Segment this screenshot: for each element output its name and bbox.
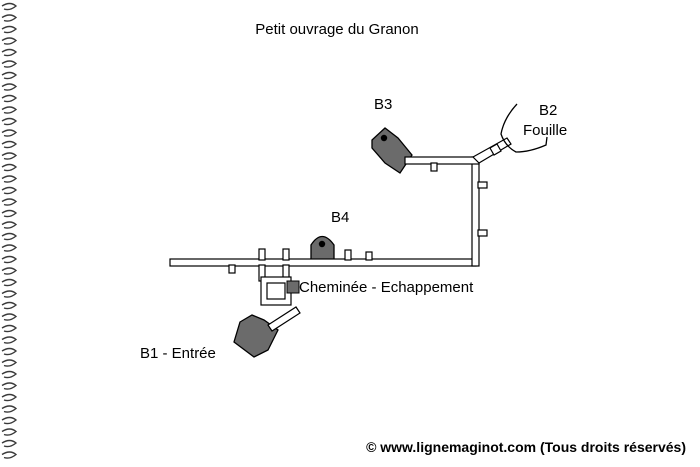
- label-b1-entrance: B1 - Entrée: [140, 345, 216, 362]
- block-b3-embrasure: [380, 134, 388, 142]
- b2-excavation-outline: [500, 103, 548, 153]
- spiral-loop: [1, 324, 18, 333]
- spiral-loop: [1, 313, 18, 321]
- spiral-loop: [1, 186, 18, 195]
- east-gallery: [471, 156, 480, 267]
- gallery-stub: [282, 248, 290, 261]
- gallery-stub: [477, 181, 488, 189]
- spiral-loop: [1, 117, 18, 126]
- spiral-loop: [1, 232, 18, 241]
- gallery-stub: [258, 248, 266, 261]
- gallery-network: [169, 137, 512, 332]
- spiral-loop: [1, 37, 18, 45]
- gallery-to-b1: [267, 306, 301, 332]
- spiral-loop: [1, 209, 18, 218]
- spiral-loop: [1, 163, 18, 172]
- diagram-title: Petit ouvrage du Granon: [255, 21, 418, 38]
- block-b3: [371, 127, 413, 174]
- gallery-stub: [365, 251, 373, 261]
- spiral-binding: [1, 2, 18, 459]
- spiral-loop: [1, 25, 18, 34]
- label-b2: B2: [539, 102, 557, 119]
- spiral-loop: [1, 106, 18, 114]
- spiral-loop: [1, 347, 18, 356]
- spiral-loop: [1, 405, 18, 413]
- spiral-loop: [1, 267, 18, 275]
- spiral-loop: [1, 140, 18, 149]
- spiral-loop: [1, 278, 18, 287]
- spiral-loop: [1, 221, 18, 229]
- spiral-loop: [1, 428, 18, 436]
- spiral-loop: [1, 244, 18, 252]
- spiral-loop: [1, 14, 18, 22]
- spiral-loop: [1, 382, 18, 390]
- gallery-stub: [430, 162, 438, 172]
- spiral-loop: [1, 94, 18, 103]
- spiral-loop: [1, 451, 18, 459]
- spiral-loop: [1, 290, 18, 298]
- label-b4: B4: [331, 209, 349, 226]
- spiral-loop: [1, 255, 18, 264]
- copyright-notice: © www.lignemaginot.com (Tous droits rése…: [366, 439, 686, 455]
- label-b3: B3: [374, 96, 392, 113]
- block-b4-embrasure: [318, 240, 326, 248]
- spiral-loop: [1, 359, 18, 367]
- block-b1-entrance: [233, 314, 279, 358]
- chimney-shaft: [286, 280, 300, 294]
- spiral-loop: [1, 393, 18, 402]
- upper-gallery: [404, 156, 480, 165]
- main-gallery: [169, 258, 477, 267]
- gallery-stub: [489, 143, 502, 156]
- label-b2-fouille: Fouille: [523, 122, 567, 139]
- spiral-loop: [1, 60, 18, 68]
- spiral-loop: [1, 152, 18, 160]
- spiral-loop: [1, 48, 18, 57]
- spiral-loop: [1, 336, 18, 344]
- spiral-loop: [1, 301, 18, 310]
- gallery-stub: [344, 249, 352, 261]
- spiral-loop: [1, 439, 18, 448]
- spiral-loop: [1, 370, 18, 379]
- spiral-loop: [1, 2, 18, 11]
- spiral-loop: [1, 416, 18, 425]
- spiral-loop: [1, 175, 18, 183]
- block-b4: [310, 235, 335, 264]
- label-chimney: Cheminée - Echappement: [299, 279, 474, 296]
- gallery-stub: [477, 229, 488, 237]
- chimney-frame-inner: [266, 282, 286, 300]
- gallery-stub: [228, 264, 236, 274]
- spiral-loop: [1, 83, 18, 91]
- spiral-loop: [1, 198, 18, 206]
- spiral-loop: [1, 129, 18, 137]
- spiral-loop: [1, 71, 18, 80]
